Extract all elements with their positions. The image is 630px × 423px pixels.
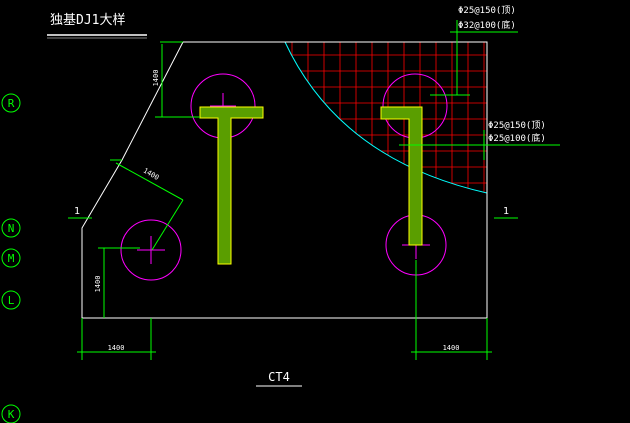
svg-text:M: M [8, 252, 15, 265]
foundation-outline[interactable] [81, 41, 488, 319]
svg-text:R: R [8, 97, 15, 110]
dim-label-diag-upper: 1400 [152, 70, 160, 87]
axis-marker-l[interactable]: L [1, 290, 21, 310]
drawing-title: 独基DJ1大样 [50, 13, 125, 28]
svg-text:N: N [8, 222, 15, 235]
axis-marker-k[interactable]: K [1, 404, 21, 423]
svg-text:K: K [8, 408, 15, 421]
ct-label: CT4 [268, 370, 290, 384]
arc-boundary [284, 41, 488, 194]
dim-label-vert-left: 1400 [94, 276, 102, 293]
column-t-left[interactable] [199, 106, 264, 265]
rebar-note-top-1: Φ25@150(顶) [458, 5, 516, 16]
rebar-note-right-1: Φ25@150(顶) [488, 120, 546, 131]
axis-marker-r[interactable]: R [1, 93, 21, 113]
dimension-lines [68, 20, 560, 360]
dim-label-diag-lower: 1400 [142, 167, 161, 182]
svg-text:L: L [8, 294, 15, 307]
pile-circle-bottom-left[interactable] [120, 219, 182, 281]
dim-label-bottom-left: 1400 [108, 344, 125, 352]
rebar-hatch [285, 42, 487, 193]
section-mark-left: 1 [74, 206, 80, 217]
rebar-note-top-2: Φ32@100(底) [458, 19, 516, 31]
dim-label-bottom-right: 1400 [443, 344, 460, 352]
axis-marker-m[interactable]: M [1, 248, 21, 268]
section-mark-right: 1 [503, 206, 509, 217]
axis-marker-n[interactable]: N [1, 218, 21, 238]
rebar-note-right-2: Φ25@100(底) [488, 132, 546, 144]
column-l-right[interactable] [380, 106, 423, 246]
